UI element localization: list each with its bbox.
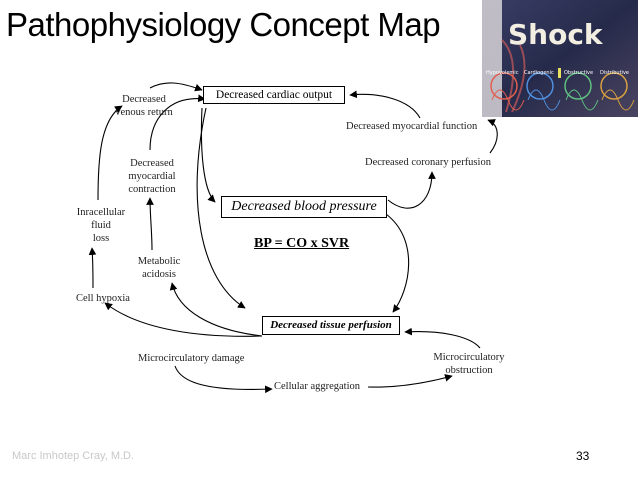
footer-author: Marc Imhotep Cray, M.D. (12, 450, 135, 462)
node-decreased-cardiac-output: Decreased cardiac output (203, 86, 345, 104)
node-decreased-venous-return: Decreased venous return (115, 94, 173, 119)
node-cell-hypoxia: Cell hypoxia (76, 293, 130, 304)
arrow-venous-to-cardiac (149, 82, 203, 92)
node-decreased-myocardial-function: Decreased myocardial function (346, 121, 478, 132)
node-intracellular-fluid-loss: Inracellular fluid loss (76, 207, 126, 245)
arrow-tissue-to-acidosis (169, 282, 263, 337)
arrow-bp-to-tissue (385, 213, 410, 313)
node-microcirculatory-obstruction: Microcirculatory obstruction (433, 352, 505, 377)
node-microcirculatory-damage: Microcirculatory damage (138, 353, 245, 364)
thumbnail-label-3: Obstructive (564, 70, 593, 76)
arrow-bp-to-coronary (387, 171, 436, 209)
thumbnail-heading: Shock (508, 18, 604, 51)
arrow-damage-to-aggregation (174, 365, 273, 394)
shock-thumbnail-image: Shock Hypovolemic Cardiogenic Obstructiv… (482, 0, 638, 117)
arrow-fluid-to-venous (97, 105, 123, 201)
arrow-acidosis-to-contraction (146, 197, 154, 251)
thumbnail-label-1: Hypovolemic (486, 70, 519, 76)
arrow-cardiac-to-bp (200, 107, 216, 203)
node-metabolic-acidosis: Metabolic acidosis (137, 256, 181, 281)
arrow-hypoxia-to-fluid (88, 247, 97, 289)
node-decreased-blood-pressure: Decreased blood pressure (221, 196, 387, 218)
slide-title: Pathophysiology Concept Map (6, 6, 441, 43)
arrow-tissue-to-hypoxia (104, 302, 263, 337)
node-decreased-tissue-perfusion: Decreased tissue perfusion (262, 316, 400, 335)
formula-bp-equation: BP = CO x SVR (254, 236, 350, 251)
arrow-cardiac-to-tissue (196, 107, 246, 309)
arrow-contraction-to-cardiac (149, 94, 206, 151)
arrow-obstruction-to-tissue (404, 327, 481, 349)
page-number: 33 (576, 449, 590, 463)
thumbnail-label-2: Cardiogenic (524, 70, 554, 76)
node-cellular-aggregation: Cellular aggregation (274, 381, 361, 392)
node-decreased-coronary-perfusion: Decreased coronary perfusion (365, 157, 491, 168)
arrow-aggregation-to-obstruction (367, 374, 453, 388)
arrow-myofunction-to-cardiac (349, 90, 421, 119)
node-decreased-myocardial-contraction: Decreased myocardial contraction (128, 158, 176, 196)
thumbnail-label-4: Distributive (600, 70, 629, 76)
arrow-coronary-to-myofunction (487, 119, 498, 154)
